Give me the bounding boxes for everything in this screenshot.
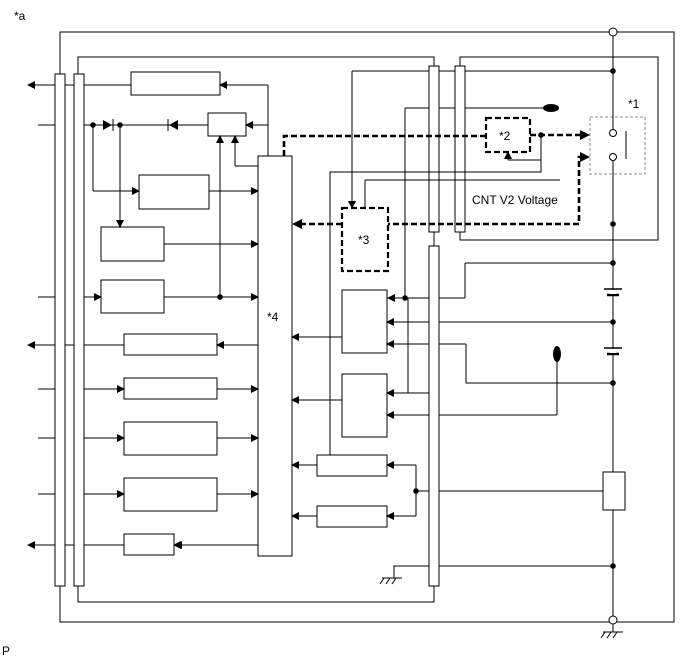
mid-bus-2 [454,65,466,233]
connector-marker-2 [553,346,561,362]
dashed-signal-1 [282,134,486,156]
diode-1 [103,120,112,130]
mid-bus-3 [428,245,440,587]
terminal-top [608,27,618,37]
connector-marker-1 [543,104,559,112]
block-2 [484,116,532,154]
block-3-label: *3 [358,233,370,247]
block-c [100,279,165,314]
block-b [100,226,165,262]
relay-contact-bottom [609,153,617,161]
terminal-bottom [608,615,618,625]
left-bus-2 [73,73,85,587]
relay-contact-top [609,129,617,137]
block-j [316,454,388,477]
block-3 [340,206,390,273]
block-2-label: *2 [499,129,511,143]
mid-bus-1 [428,65,440,233]
block-regulator [207,112,247,137]
block-f [123,421,218,456]
block-e [123,377,218,400]
footer-label: P [2,644,10,658]
block-4 [257,155,293,557]
wire [465,344,613,384]
arrowhead [174,541,182,549]
node [610,221,616,227]
diode-2 [169,120,178,130]
block-top [130,71,221,96]
block-g [123,477,218,512]
arrowhead [292,219,302,229]
capacitor-mask-2 [610,349,616,353]
capacitor-mask-1 [610,290,616,294]
arrowhead [580,130,590,140]
corner-label: *a [14,9,26,23]
block-a [138,174,210,210]
node [217,294,223,300]
wire [393,565,429,578]
dashed-signal-3 [388,155,584,226]
ground-icon [600,631,623,639]
arrowhead [580,152,590,162]
block-comparator-1 [341,289,388,354]
left-bus-1 [54,73,66,587]
ground-icon [379,577,402,585]
voltage-label: CNT V2 Voltage [472,193,558,207]
block-d [123,333,218,356]
block-h [123,533,175,556]
relay-label: *1 [628,97,640,111]
resistor [602,471,626,511]
block-4-label: *4 [267,310,279,324]
block-k [316,505,388,528]
relay-1 [589,116,646,175]
block-comparator-2 [341,373,388,438]
dashed-signal-5 [329,135,542,224]
